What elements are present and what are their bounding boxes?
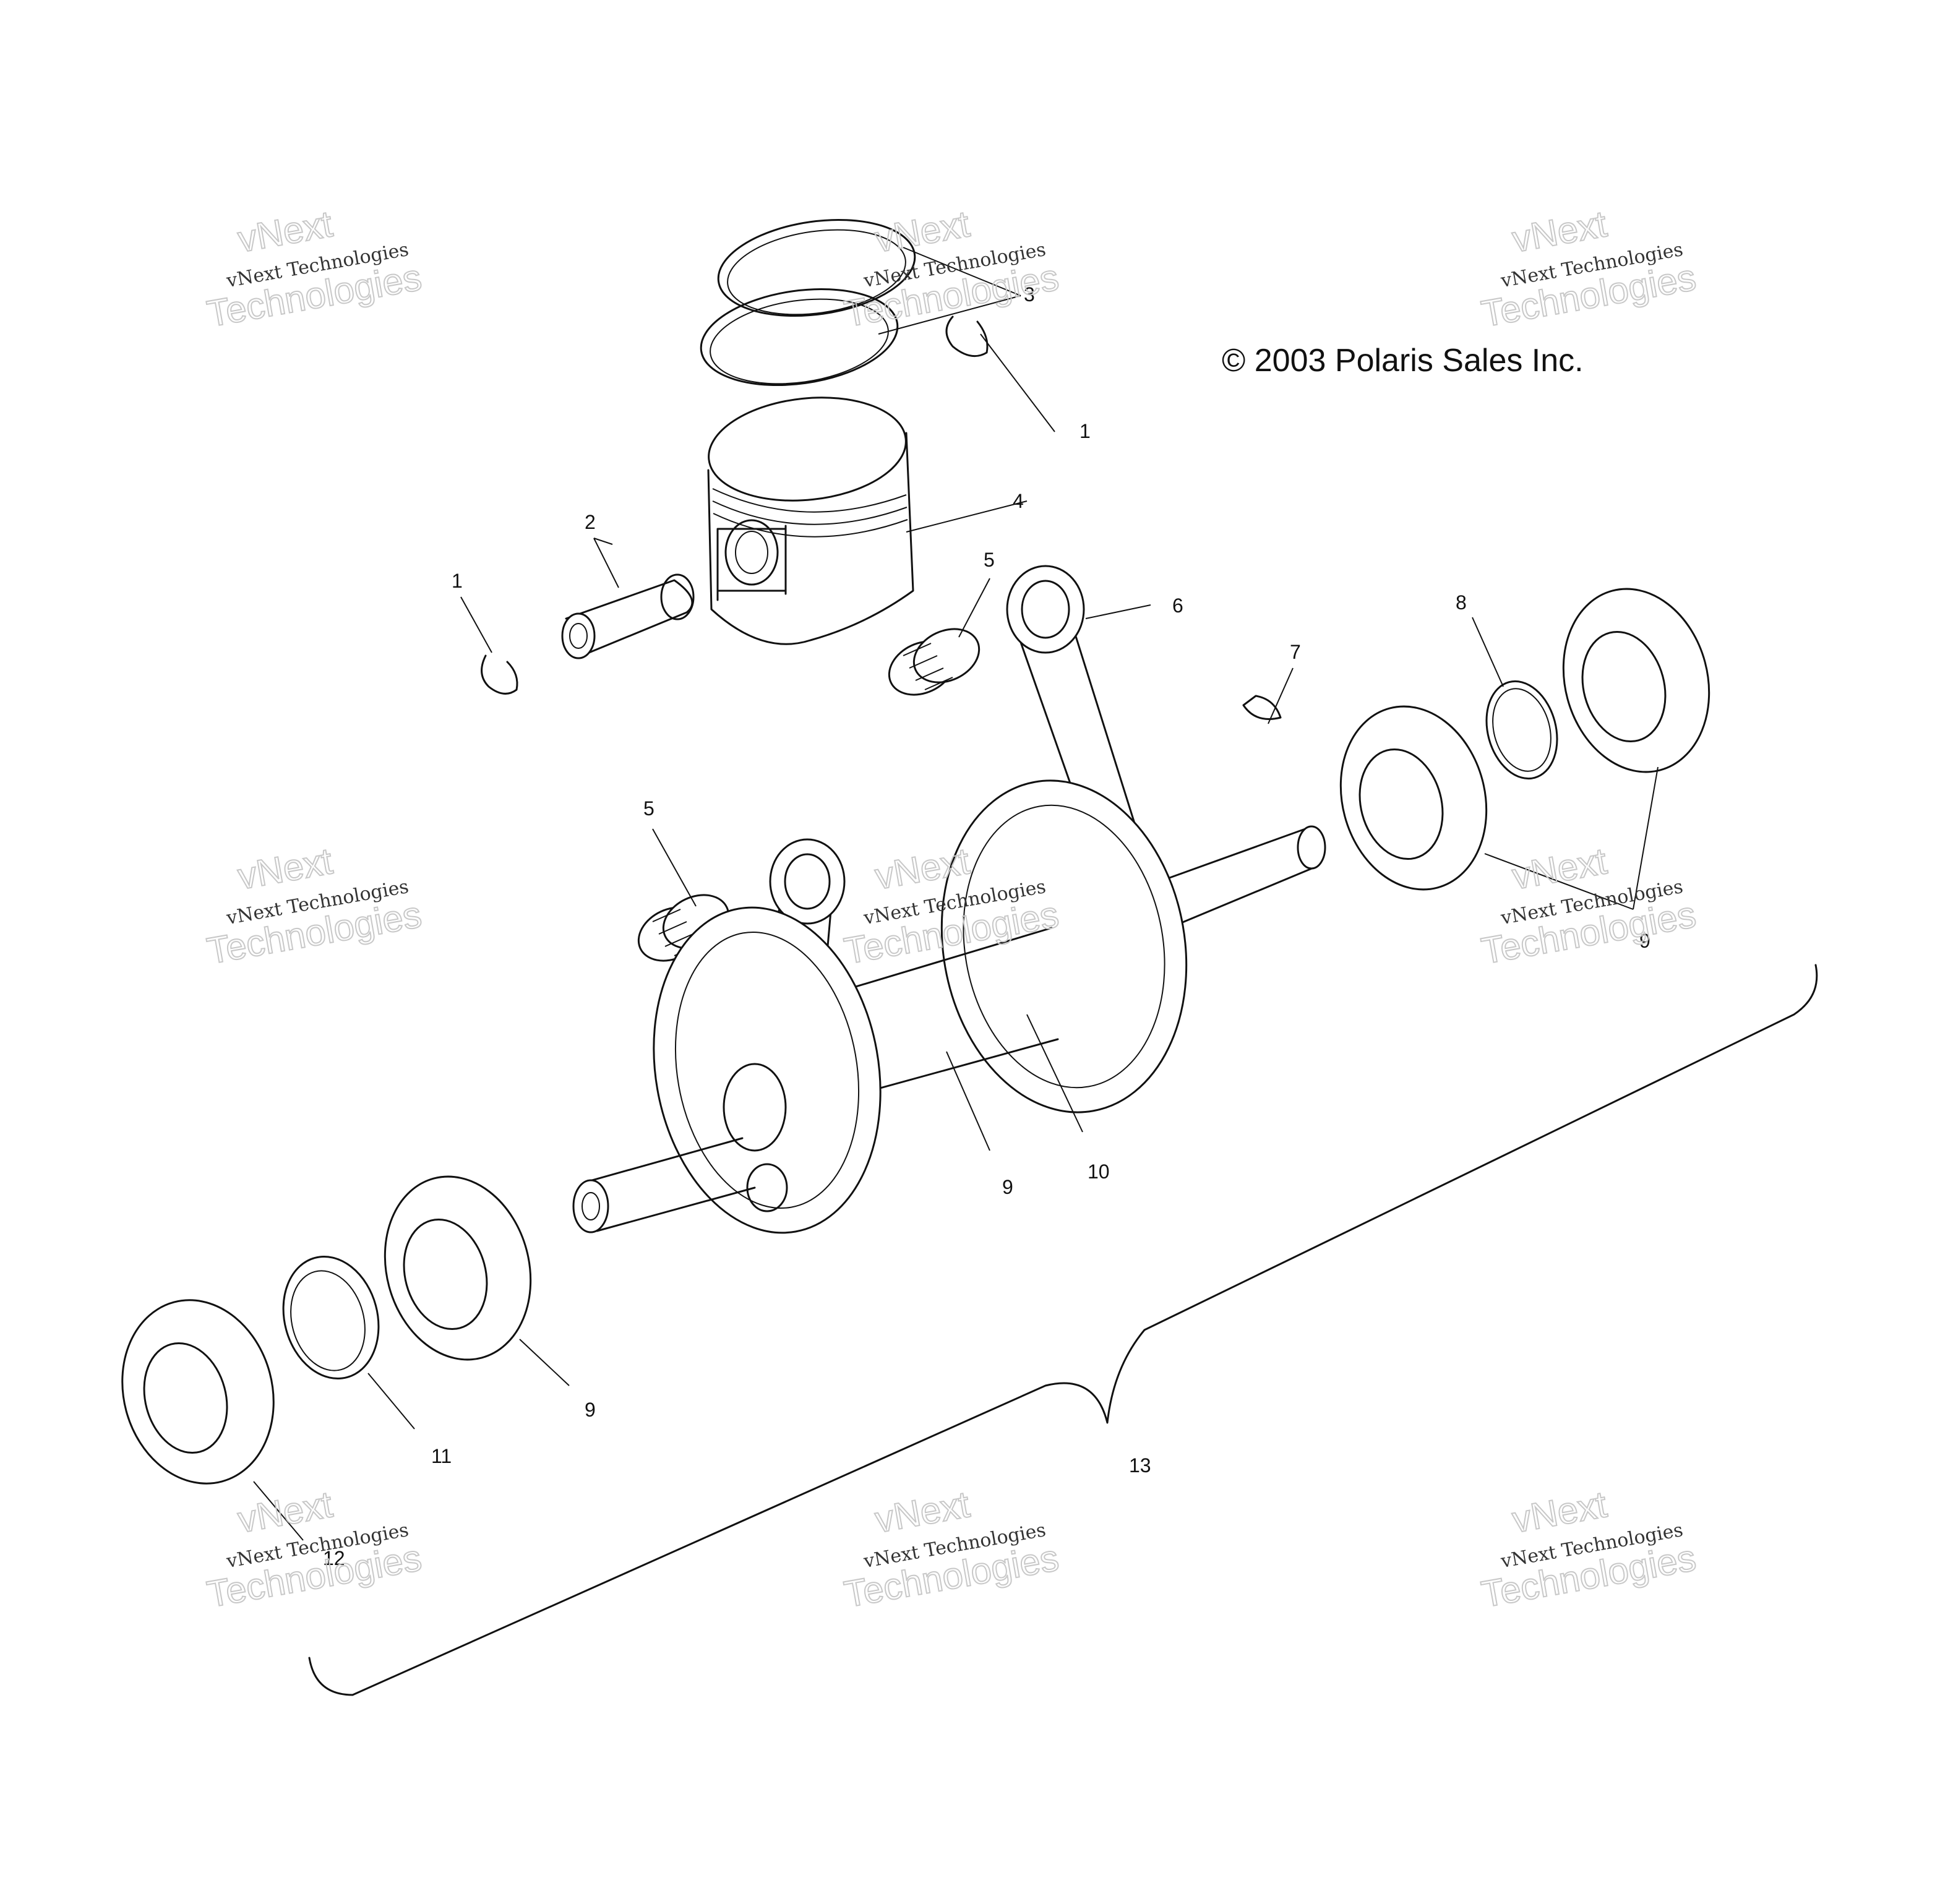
watermark-big-top: vNext	[872, 1483, 973, 1541]
callout-7: 7	[1290, 641, 1301, 663]
piston-rings	[700, 218, 916, 387]
watermark: vNext vNext Technologies Technologies	[1478, 839, 1700, 972]
callout-9-center: 9	[1002, 1176, 1013, 1198]
callout-11: 11	[431, 1445, 452, 1467]
left-seal	[121, 1299, 275, 1485]
watermark: vNext vNext Technologies Technologies	[841, 1483, 1063, 1616]
callout-6: 6	[1172, 594, 1183, 617]
crankshaft	[572, 779, 1326, 1234]
circlip-right	[945, 315, 989, 358]
callout-1-right: 1	[1079, 420, 1091, 442]
watermark: vNext vNext Technologies Technologies	[204, 839, 426, 972]
watermark-big-top: vNext	[235, 840, 336, 898]
leader-lines	[253, 247, 1659, 1541]
watermark-big-top: vNext	[1509, 840, 1610, 898]
needle-bearing-lower	[637, 894, 730, 962]
watermark: vNext vNext Technologies Technologies	[841, 202, 1063, 335]
watermark-big-top: vNext	[1509, 1483, 1610, 1541]
copyright-notice: © 2003 Polaris Sales Inc.	[1222, 343, 1584, 379]
callout-3: 3	[1024, 283, 1035, 306]
callout-9-right: 9	[1639, 930, 1650, 952]
watermark: vNext vNext Technologies Technologies	[204, 202, 426, 335]
callout-10: 10	[1088, 1160, 1110, 1183]
callout-labels: 3 1 4 2 1 5 6 7 8 5 9 9 10 9 11 12 13	[323, 283, 1650, 1569]
connecting-rod-upper	[1006, 565, 1140, 855]
circlip-left	[481, 654, 518, 695]
callout-8: 8	[1456, 591, 1467, 614]
watermark: vNext vNext Technologies Technologies	[1478, 202, 1700, 335]
watermark: vNext vNext Technologies Technologies	[204, 1483, 426, 1616]
watermark: vNext vNext Technologies Technologies	[1478, 1483, 1700, 1616]
watermark-big-top: vNext	[872, 203, 973, 260]
callout-5-lower: 5	[643, 797, 655, 820]
needle-bearing-upper	[888, 628, 981, 696]
woodruff-key	[1242, 695, 1282, 720]
callout-2: 2	[585, 511, 596, 533]
callout-9-left: 9	[585, 1399, 596, 1421]
callout-4: 4	[1013, 490, 1024, 512]
right-shim	[1485, 680, 1558, 780]
callout-13: 13	[1129, 1454, 1151, 1477]
piston	[707, 397, 914, 645]
assembly-bracket	[308, 964, 1818, 1696]
right-bearing	[1339, 705, 1488, 891]
watermark-big-top: vNext	[235, 1483, 336, 1541]
callout-12: 12	[323, 1547, 345, 1569]
watermarks: vNext vNext Technologies Technologies vN…	[204, 202, 1700, 1616]
watermark-big-top: vNext	[1509, 203, 1610, 260]
piston-pin	[561, 573, 695, 659]
watermark-big-top: vNext	[235, 203, 336, 260]
right-seal	[1562, 588, 1710, 773]
left-shim	[282, 1255, 380, 1380]
left-bearing	[384, 1175, 532, 1361]
connecting-rod-lower	[760, 838, 846, 1003]
callout-5-upper: 5	[984, 549, 995, 571]
callout-1-left: 1	[452, 570, 463, 592]
